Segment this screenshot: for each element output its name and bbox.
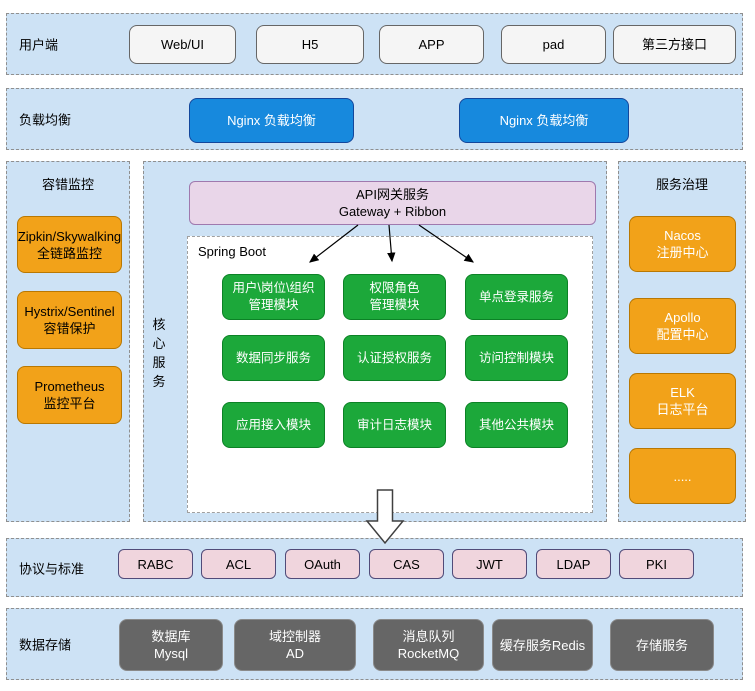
section-load-balancer: 负载均衡 Nginx 负载均衡 Nginx 负载均衡: [6, 88, 743, 150]
governance-box-more: .....: [629, 448, 736, 504]
section-service-governance-title: 服务治理: [655, 177, 708, 192]
protocol-box-cas: CAS: [369, 549, 444, 579]
module-data-sync: 数据同步服务: [222, 335, 325, 381]
protocol-box-ldap: LDAP: [536, 549, 611, 579]
storage-box-mysql: 数据库 Mysql: [119, 619, 223, 671]
section-fault-monitoring: 容错监控 Zipkin/Skywalking 全链路监控 Hystrix/Sen…: [6, 161, 130, 522]
protocol-box-pki: PKI: [619, 549, 694, 579]
monitor-box-prometheus: Prometheus 监控平台: [17, 366, 122, 424]
module-auth: 认证授权服务: [343, 335, 446, 381]
protocol-box-oauth: OAuth: [285, 549, 360, 579]
module-other-common: 其他公共模块: [465, 402, 568, 448]
section-data-storage-label: 数据存储: [19, 637, 72, 653]
protocol-box-rabc: RABC: [118, 549, 193, 579]
section-load-balancer-label: 负载均衡: [19, 112, 72, 128]
monitor-box-zipkin: Zipkin/Skywalking 全链路监控: [17, 216, 122, 273]
section-core-services: 核心服务 API网关服务 Gateway + Ribbon Spring Boo…: [143, 161, 607, 522]
client-box-app: APP: [379, 25, 484, 64]
section-fault-monitoring-title: 容错监控: [41, 177, 94, 192]
springboot-label: Spring Boot: [198, 244, 266, 259]
nginx-box-2: Nginx 负载均衡: [459, 98, 629, 143]
springboot-container: Spring Boot 用户\岗位\组织 管理模块 权限角色 管理模块 单点登录…: [187, 236, 593, 513]
module-audit-log: 审计日志模块: [343, 402, 446, 448]
module-user-org: 用户\岗位\组织 管理模块: [222, 274, 325, 320]
governance-box-elk: ELK 日志平台: [629, 373, 736, 429]
section-protocols-label: 协议与标准: [19, 561, 85, 576]
protocol-box-acl: ACL: [201, 549, 276, 579]
section-client: 用户端 Web/UI H5 APP pad 第三方接口: [6, 13, 743, 75]
section-service-governance: 服务治理 Nacos 注册中心 Apollo 配置中心 ELK 日志平台 ...…: [618, 161, 746, 522]
protocol-box-jwt: JWT: [452, 549, 527, 579]
module-role: 权限角色 管理模块: [343, 274, 446, 320]
section-client-label: 用户端: [19, 37, 59, 53]
storage-box-redis: 缓存服务Redis: [492, 619, 593, 671]
section-core-services-label: 核心服务: [152, 317, 166, 389]
api-gateway-box: API网关服务 Gateway + Ribbon: [189, 181, 596, 225]
storage-box-storage: 存储服务: [610, 619, 714, 671]
module-app-access: 应用接入模块: [222, 402, 325, 448]
storage-box-ad: 域控制器 AD: [234, 619, 356, 671]
governance-box-apollo: Apollo 配置中心: [629, 298, 736, 354]
section-protocols: 协议与标准 RABC ACL OAuth CAS JWT LDAP PKI: [6, 538, 743, 597]
client-box-h5: H5: [256, 25, 364, 64]
governance-box-nacos: Nacos 注册中心: [629, 216, 736, 272]
section-data-storage: 数据存储 数据库 Mysql 域控制器 AD 消息队列 RocketMQ 缓存服…: [6, 608, 743, 680]
storage-box-rocketmq: 消息队列 RocketMQ: [373, 619, 484, 671]
client-box-webui: Web/UI: [129, 25, 236, 64]
module-sso: 单点登录服务: [465, 274, 568, 320]
nginx-box-1: Nginx 负载均衡: [189, 98, 354, 143]
monitor-box-hystrix: Hystrix/Sentinel 容错保护: [17, 291, 122, 349]
client-box-thirdparty: 第三方接口: [613, 25, 736, 64]
module-access-control: 访问控制模块: [465, 335, 568, 381]
client-box-pad: pad: [501, 25, 606, 64]
